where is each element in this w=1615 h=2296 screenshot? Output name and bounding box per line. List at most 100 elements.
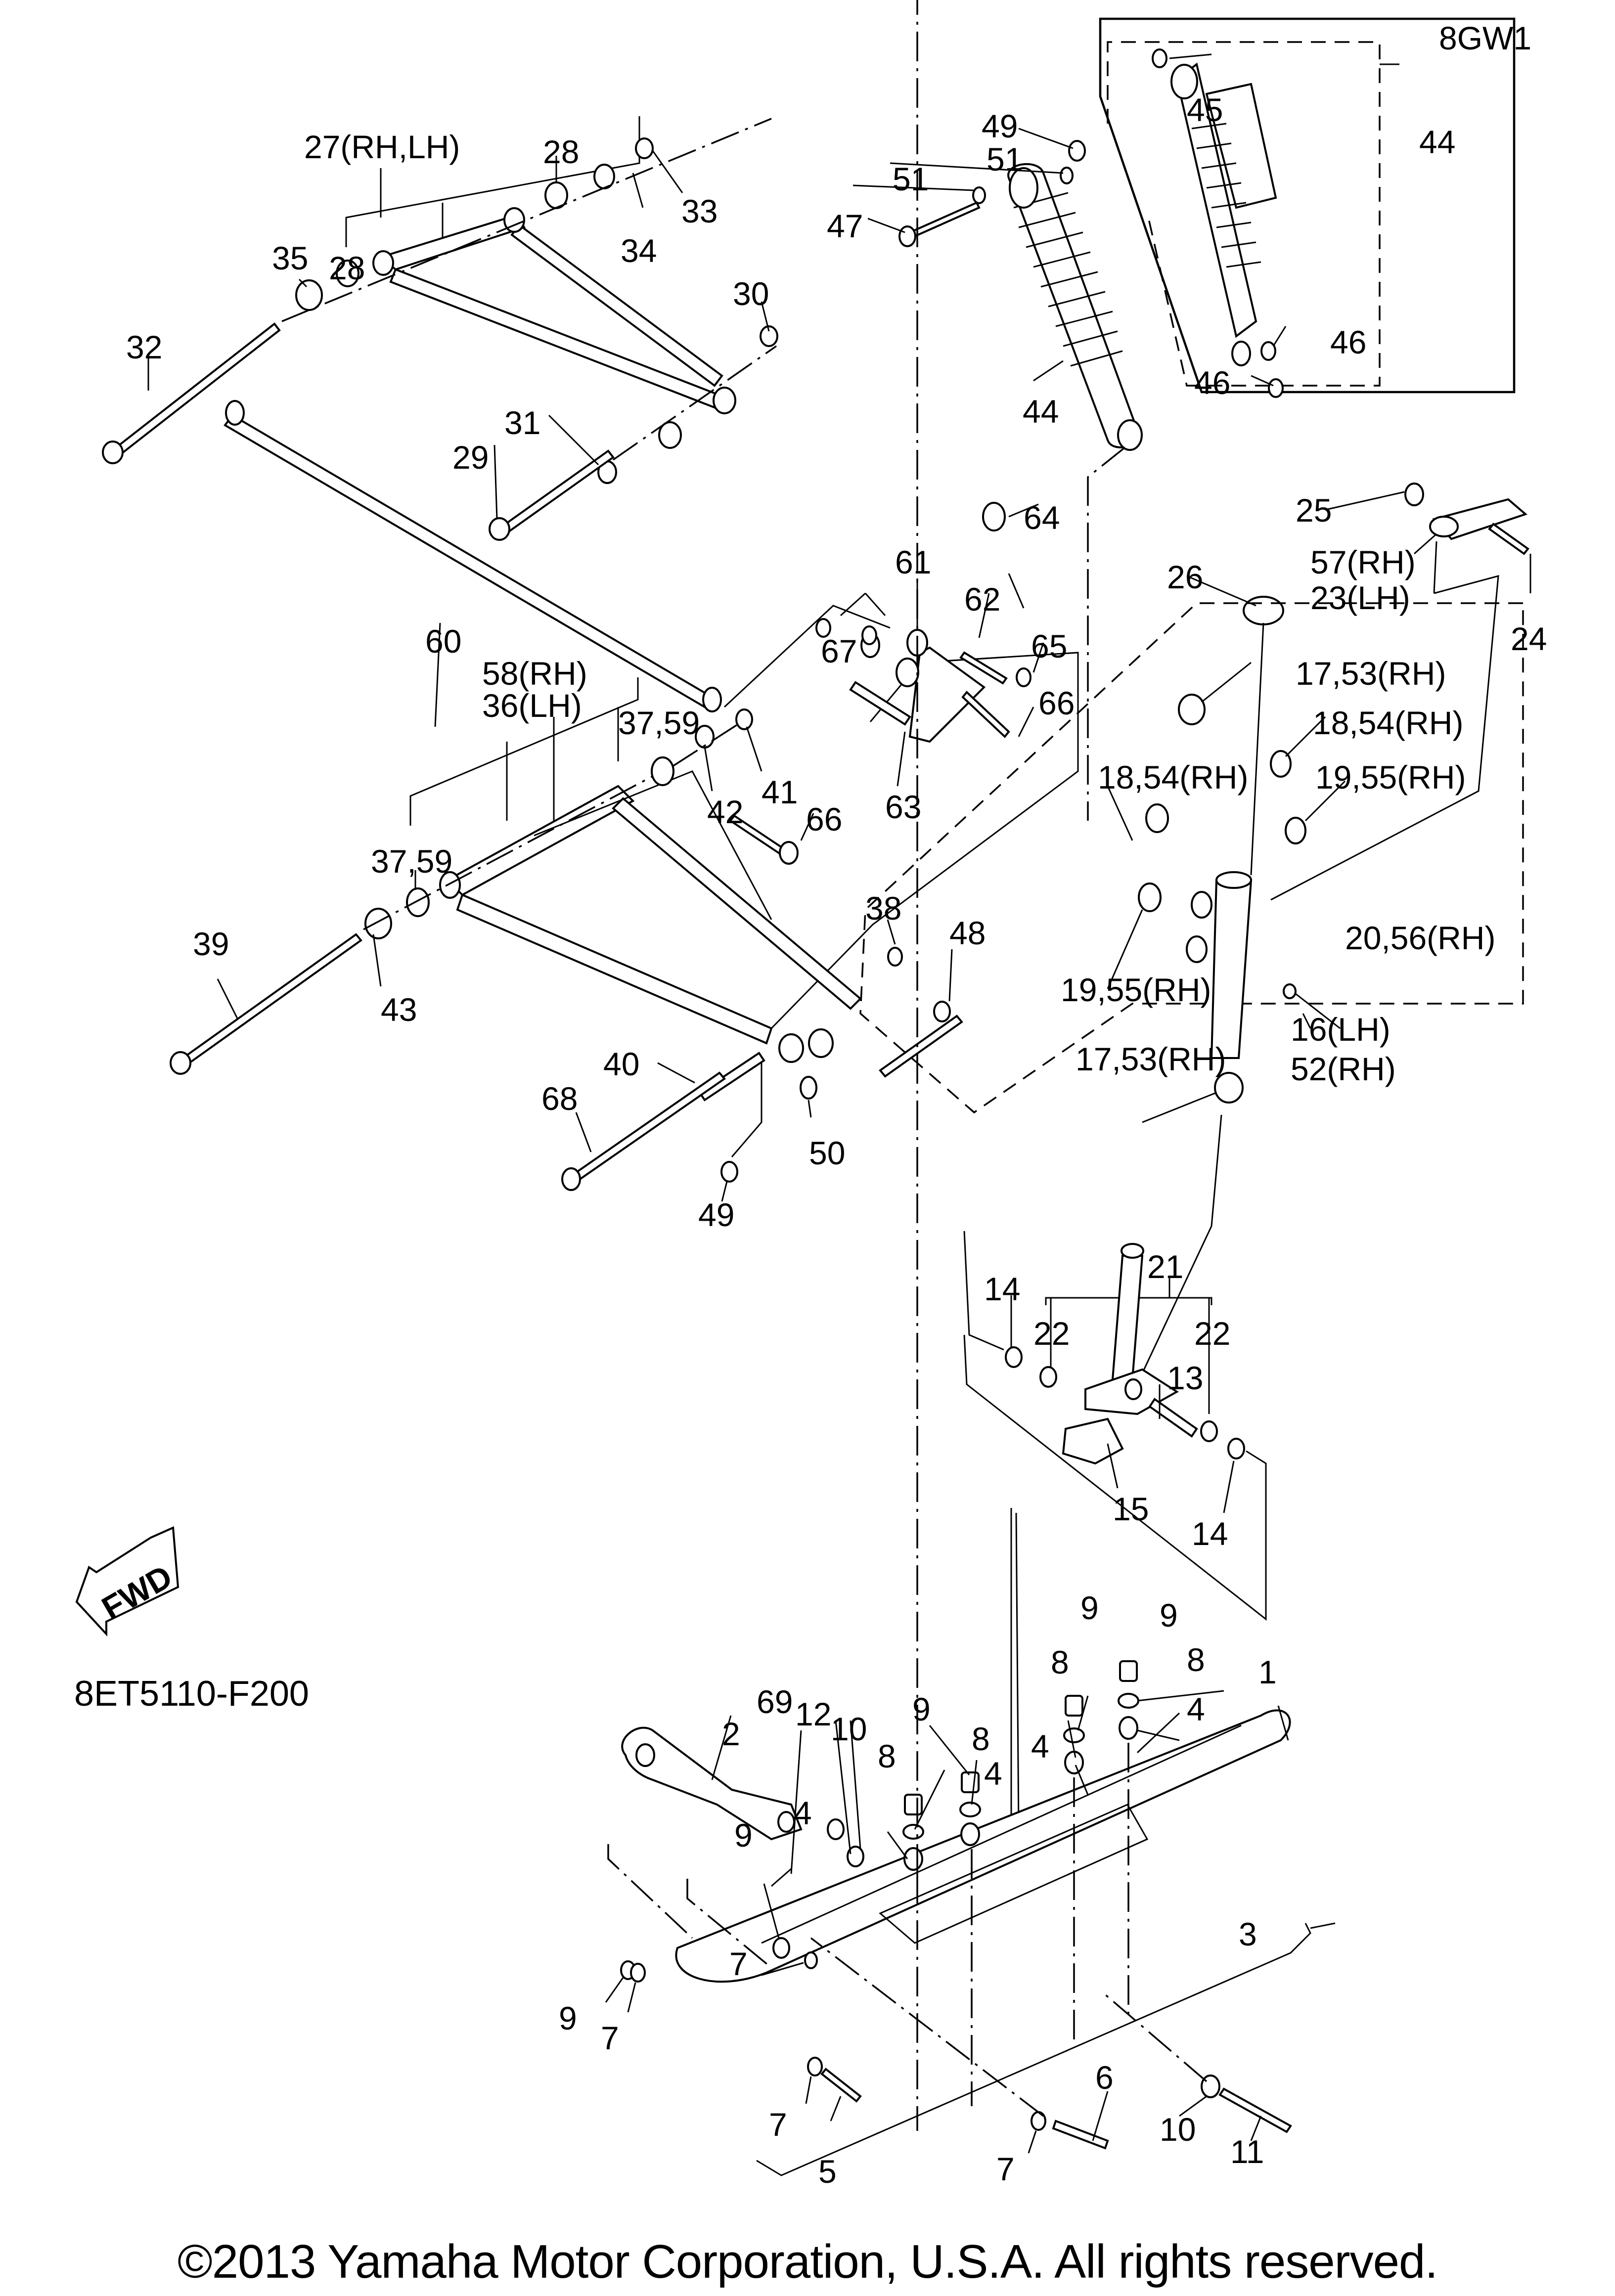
mount-stack-3 bbox=[1063, 1695, 1085, 1774]
callout-labels: 27(RH,LH) 28 28 33 34 35 30 32 31 29 60 … bbox=[126, 91, 1547, 2190]
mount-stack-4 bbox=[1118, 1660, 1139, 1740]
bolt-47 bbox=[908, 201, 981, 239]
callout-10-right: 10 bbox=[1160, 2111, 1196, 2148]
callout-46-left: 46 bbox=[1194, 364, 1230, 401]
callout-42: 42 bbox=[707, 794, 743, 830]
callout-44-main: 44 bbox=[1023, 393, 1059, 430]
nut-30 bbox=[760, 325, 778, 347]
rod-end-63 bbox=[849, 681, 911, 726]
steering-arm-group bbox=[1186, 483, 1531, 901]
callout-19-55-right: 19,55(RH) bbox=[1315, 759, 1466, 795]
callout-12: 12 bbox=[795, 1696, 831, 1732]
collar-40 bbox=[698, 1052, 765, 1102]
callout-29: 29 bbox=[452, 439, 489, 476]
callout-66-lower: 66 bbox=[806, 801, 842, 838]
callout-61: 61 bbox=[895, 544, 931, 580]
callout-46-right: 46 bbox=[1330, 324, 1366, 360]
callout-30: 30 bbox=[733, 275, 769, 312]
callout-67: 67 bbox=[821, 633, 857, 669]
callout-2: 2 bbox=[722, 1716, 740, 1752]
bolt-11 bbox=[1218, 2087, 1292, 2133]
bushing-37-lower bbox=[406, 887, 430, 917]
callout-40: 40 bbox=[603, 1046, 639, 1082]
bushing-18-right bbox=[1270, 750, 1292, 778]
bracket-62 bbox=[908, 646, 986, 743]
callout-16: 16(LH) bbox=[1291, 1011, 1391, 1048]
washer-14-left bbox=[1005, 1346, 1023, 1368]
callout-7-mid: 7 bbox=[729, 1945, 748, 1982]
callout-62: 62 bbox=[964, 581, 1000, 618]
washer-51-left bbox=[972, 186, 986, 204]
callout-19-55-left: 19,55(RH) bbox=[1061, 971, 1211, 1008]
callout-24: 24 bbox=[1511, 620, 1547, 657]
bolt-48 bbox=[879, 1015, 963, 1078]
callout-69: 69 bbox=[757, 1683, 793, 1720]
bushing-17-bottom bbox=[1214, 1072, 1244, 1104]
callout-9-upper-b: 9 bbox=[1160, 1597, 1178, 1634]
callout-33: 33 bbox=[681, 193, 718, 229]
callout-37-59-lower: 37,59 bbox=[371, 843, 452, 880]
callout-7-left: 7 bbox=[601, 2020, 619, 2056]
ski-group bbox=[605, 0, 1336, 2176]
callout-28-lower: 28 bbox=[329, 250, 365, 286]
bushing-22-right bbox=[1200, 1420, 1218, 1442]
cotter-pin-69 bbox=[771, 1868, 792, 1887]
callout-60: 60 bbox=[425, 623, 461, 660]
bushing-19-right bbox=[1285, 817, 1306, 844]
nut-65 bbox=[1016, 667, 1032, 687]
diagram-code: 8ET5110-F200 bbox=[74, 1674, 309, 1714]
callout-51-right: 51 bbox=[987, 141, 1023, 177]
shock-absorber-group bbox=[852, 128, 1143, 821]
bushing-19-left bbox=[1138, 883, 1162, 912]
callout-52: 52(RH) bbox=[1291, 1051, 1396, 1087]
callout-47: 47 bbox=[827, 208, 863, 244]
callout-57: 57(RH) bbox=[1310, 544, 1416, 580]
collar-50 bbox=[800, 1076, 817, 1100]
callout-22-left: 22 bbox=[1033, 1315, 1070, 1352]
callout-35: 35 bbox=[272, 240, 308, 276]
callout-45: 45 bbox=[1187, 91, 1223, 128]
callout-37-59-upper: 37,59 bbox=[618, 705, 700, 741]
washer-14-right bbox=[1227, 1438, 1245, 1459]
callout-10-left: 10 bbox=[831, 1711, 867, 1747]
callout-64: 64 bbox=[1024, 499, 1060, 536]
callout-9-upper-a: 9 bbox=[1080, 1590, 1099, 1626]
callout-68: 68 bbox=[541, 1080, 578, 1117]
callout-49-lower: 49 bbox=[698, 1196, 734, 1233]
callout-17-53-bottom: 17,53(RH) bbox=[1076, 1041, 1226, 1077]
nut-12 bbox=[827, 1818, 845, 1840]
washer-34 bbox=[593, 164, 615, 189]
callout-44-variant: 44 bbox=[1419, 124, 1455, 160]
variant-box-8gw1 bbox=[1099, 17, 1516, 398]
callout-50: 50 bbox=[809, 1135, 845, 1171]
callout-8-upper-a: 8 bbox=[1051, 1644, 1069, 1680]
callout-41: 41 bbox=[762, 774, 798, 810]
callout-51-left: 51 bbox=[893, 161, 929, 197]
callout-4-mid-right: 4 bbox=[984, 1755, 1002, 1792]
bolt-24 bbox=[1488, 523, 1529, 555]
grease-nipple-20 bbox=[1283, 983, 1297, 999]
callout-4-mid-left: 4 bbox=[794, 1795, 812, 1831]
lower-a-arm-group bbox=[170, 677, 963, 1202]
washer-7-mid bbox=[804, 1951, 818, 1969]
cap-26 bbox=[1243, 596, 1284, 625]
bolt-64 bbox=[961, 691, 1010, 738]
upper-a-arm-group bbox=[102, 116, 778, 727]
callout-34: 34 bbox=[621, 232, 657, 269]
washer-43 bbox=[364, 908, 392, 939]
nut-38 bbox=[887, 947, 903, 967]
callout-7-low: 7 bbox=[769, 2106, 787, 2143]
callout-66-upper: 66 bbox=[1038, 685, 1075, 721]
callout-1: 1 bbox=[1258, 1654, 1277, 1690]
nut-25 bbox=[1404, 483, 1424, 506]
callout-14-bottom: 14 bbox=[1192, 1515, 1228, 1552]
nut-41 bbox=[735, 708, 753, 730]
washer-7-low bbox=[807, 2057, 823, 2076]
callout-18-54-left: 18,54(RH) bbox=[1098, 759, 1248, 795]
callout-3: 3 bbox=[1239, 1916, 1257, 1952]
mount-stack-2 bbox=[959, 1771, 981, 1846]
callout-58: 58(RH) bbox=[482, 655, 587, 692]
bushing-18-left bbox=[1145, 803, 1169, 833]
callout-11: 11 bbox=[1230, 2133, 1264, 2170]
nut-67-left bbox=[815, 618, 831, 638]
